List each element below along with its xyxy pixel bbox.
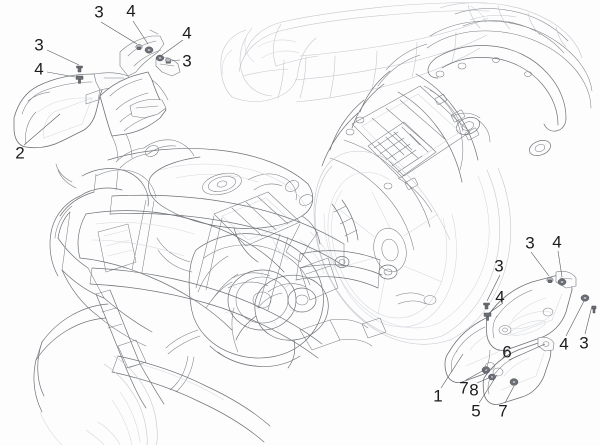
callout-label-4: 4 (34, 59, 44, 79)
fastener-3-left (76, 65, 83, 73)
callout-label-4: 4 (126, 1, 136, 21)
callout-label-3: 3 (579, 333, 589, 353)
callout-label-7: 7 (459, 378, 469, 398)
fastener-4-bracket-right (155, 54, 165, 62)
handlebar-and-controls (55, 139, 195, 199)
callout-label-3: 3 (34, 35, 44, 55)
rear-subframe-and-electrics (321, 2, 593, 251)
main-frame (79, 168, 437, 393)
fastener-3-far-right (591, 305, 597, 314)
callout-label-5: 5 (471, 401, 481, 421)
fastener-4-panel-top (557, 278, 567, 286)
callout-label-4: 4 (495, 287, 505, 307)
part-6-lower-rear-panel (482, 336, 555, 405)
part-5-rear-side-panel (485, 270, 577, 351)
callout-label-3: 3 (182, 51, 192, 71)
callout-label-8: 8 (469, 380, 479, 400)
boss-5 (492, 367, 504, 377)
rear-wheel (313, 150, 512, 345)
front-fork-and-wheel (33, 289, 165, 445)
upper-duct-bracket (99, 29, 181, 161)
engine-assembly (156, 173, 335, 367)
fuel-tank-and-bodywork (49, 148, 321, 443)
grommet-8 (488, 373, 496, 381)
callout-label-1: 1 (433, 386, 443, 406)
fastener-3-panel-top (546, 277, 554, 283)
callout-label-3: 3 (94, 2, 104, 22)
fastener-3-top-left (135, 44, 143, 50)
callout-label-4: 4 (559, 334, 569, 354)
fastener-4-top-left (144, 46, 154, 54)
fastener-3-bracket-right (165, 57, 171, 64)
callout-label-7: 7 (498, 401, 508, 421)
callout-label-3: 3 (494, 256, 504, 276)
callout-label-4: 4 (182, 23, 192, 43)
fastener-4-left (75, 75, 84, 84)
callout-label-6: 6 (502, 342, 512, 362)
boss-6-top (485, 362, 495, 370)
callout-label-3: 3 (525, 233, 535, 253)
fastener-4-far-right (580, 294, 590, 302)
callout-label-2: 2 (15, 143, 25, 163)
fastener-4-panel-left (483, 312, 492, 321)
fasteners (75, 44, 597, 386)
leader-lines (23, 20, 593, 404)
callout-label-4: 4 (552, 232, 562, 252)
part-2-left-front-under-cowl (13, 72, 133, 149)
swingarm-and-exhaust (205, 199, 398, 369)
fastener-3-panel-left (483, 302, 490, 310)
grommet-7-lower (509, 378, 519, 386)
seat-assembly (220, 2, 490, 103)
